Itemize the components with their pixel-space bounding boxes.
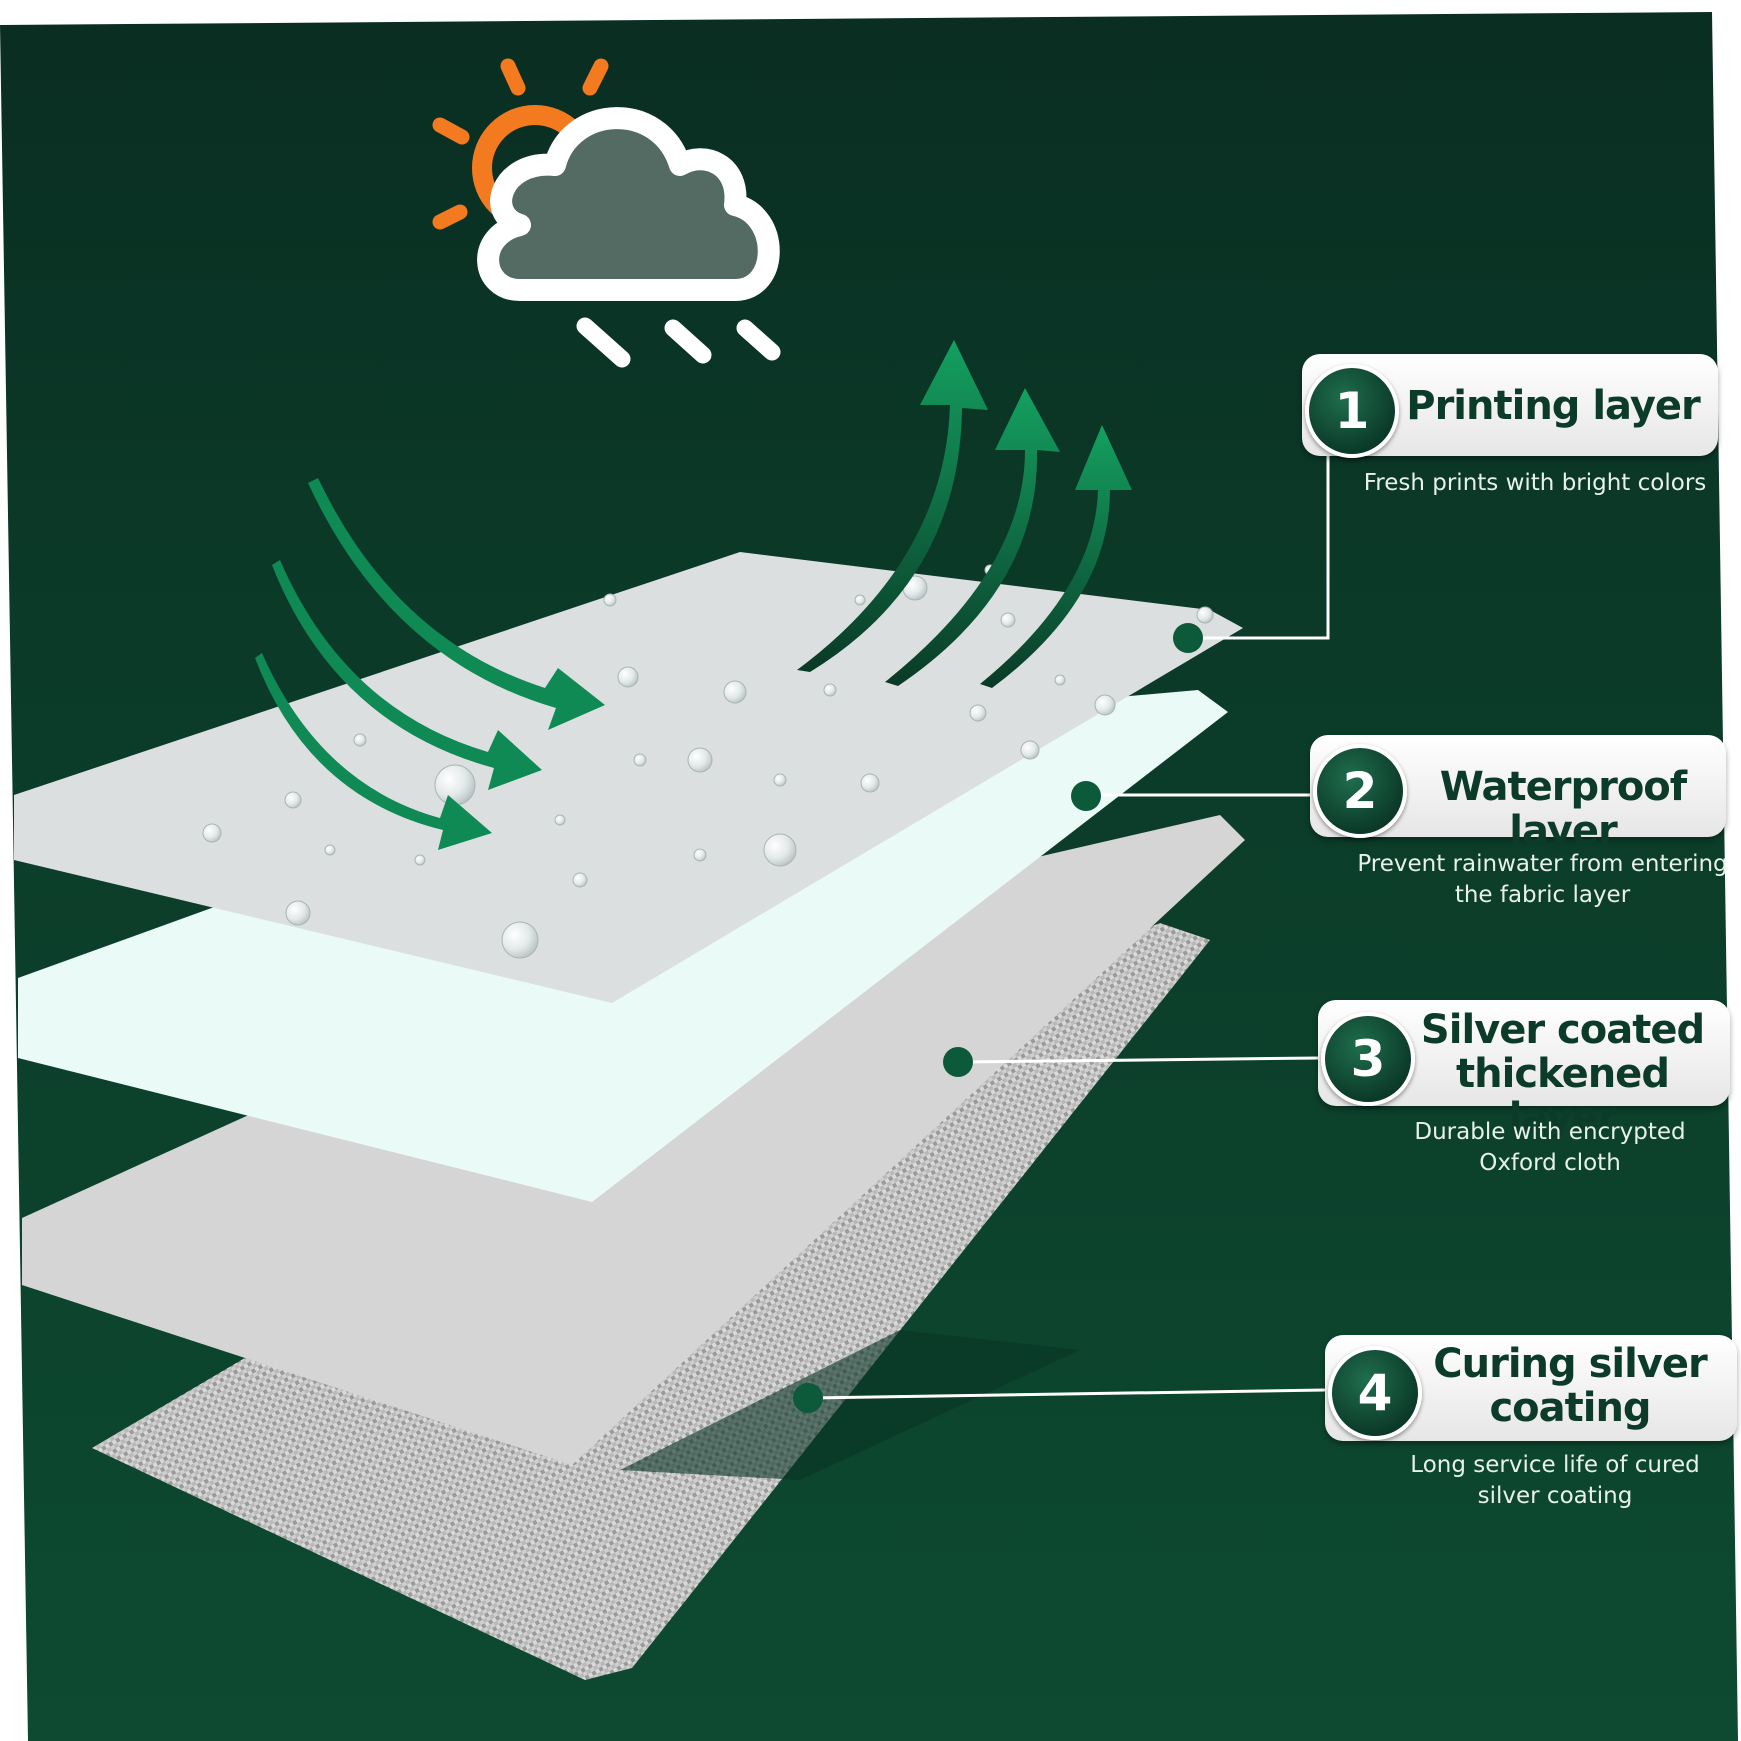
- rain-icon: [576, 317, 781, 368]
- layer-1-sheet: [14, 552, 1243, 1003]
- vapor-arrow-icon: [797, 340, 1132, 688]
- water-drops: [202, 564, 1214, 959]
- wind-arrow-icon: [255, 478, 605, 850]
- leader-lines: [809, 455, 1330, 1400]
- layer-4-description: Long service life of cured silver coatin…: [1410, 1452, 1700, 1509]
- layer-shadow: [620, 1330, 1080, 1480]
- leader-dots: [793, 623, 1203, 1413]
- layer-3-description: Durable with encrypted Oxford cloth: [1414, 1119, 1686, 1176]
- layer-1-description: Fresh prints with bright colors: [1363, 470, 1707, 496]
- layer-2-title: Waterproof layer: [1439, 764, 1687, 854]
- layer-4-title: Curing silver coating: [1433, 1341, 1707, 1431]
- layer-2-number-badge: 2: [1313, 744, 1407, 838]
- layer-3-number-badge: 3: [1321, 1012, 1415, 1106]
- layer-4-number-badge: 4: [1328, 1346, 1422, 1440]
- layer-2-description: Prevent rainwater from entering the fabr…: [1357, 851, 1728, 908]
- layer-1-number-badge: 1: [1305, 364, 1399, 458]
- layer-1-title: Printing layer: [1406, 383, 1701, 429]
- cloud-icon: [477, 107, 780, 301]
- layer-3-title: Silver coated thickened layer: [1420, 1007, 1705, 1141]
